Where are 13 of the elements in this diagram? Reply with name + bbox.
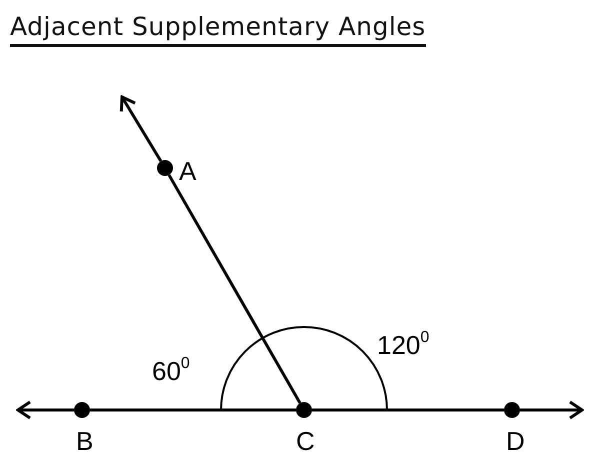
point-label: D	[506, 428, 525, 454]
angle-measure: 120$^{0}$	[377, 332, 430, 358]
line-segment	[168, 174, 302, 404]
angle-measure: 60$^{0}$	[152, 358, 190, 384]
ray-arrow	[16, 400, 74, 420]
line-segment	[90, 408, 296, 412]
point-label: C	[296, 428, 315, 454]
ray-arrow	[520, 400, 584, 420]
title: Adjacent Supplementary Angles	[10, 12, 426, 47]
point-label: A	[179, 158, 196, 184]
line-segment	[312, 408, 504, 412]
point-label: B	[76, 428, 94, 454]
ray-arrow	[120, 96, 162, 162]
